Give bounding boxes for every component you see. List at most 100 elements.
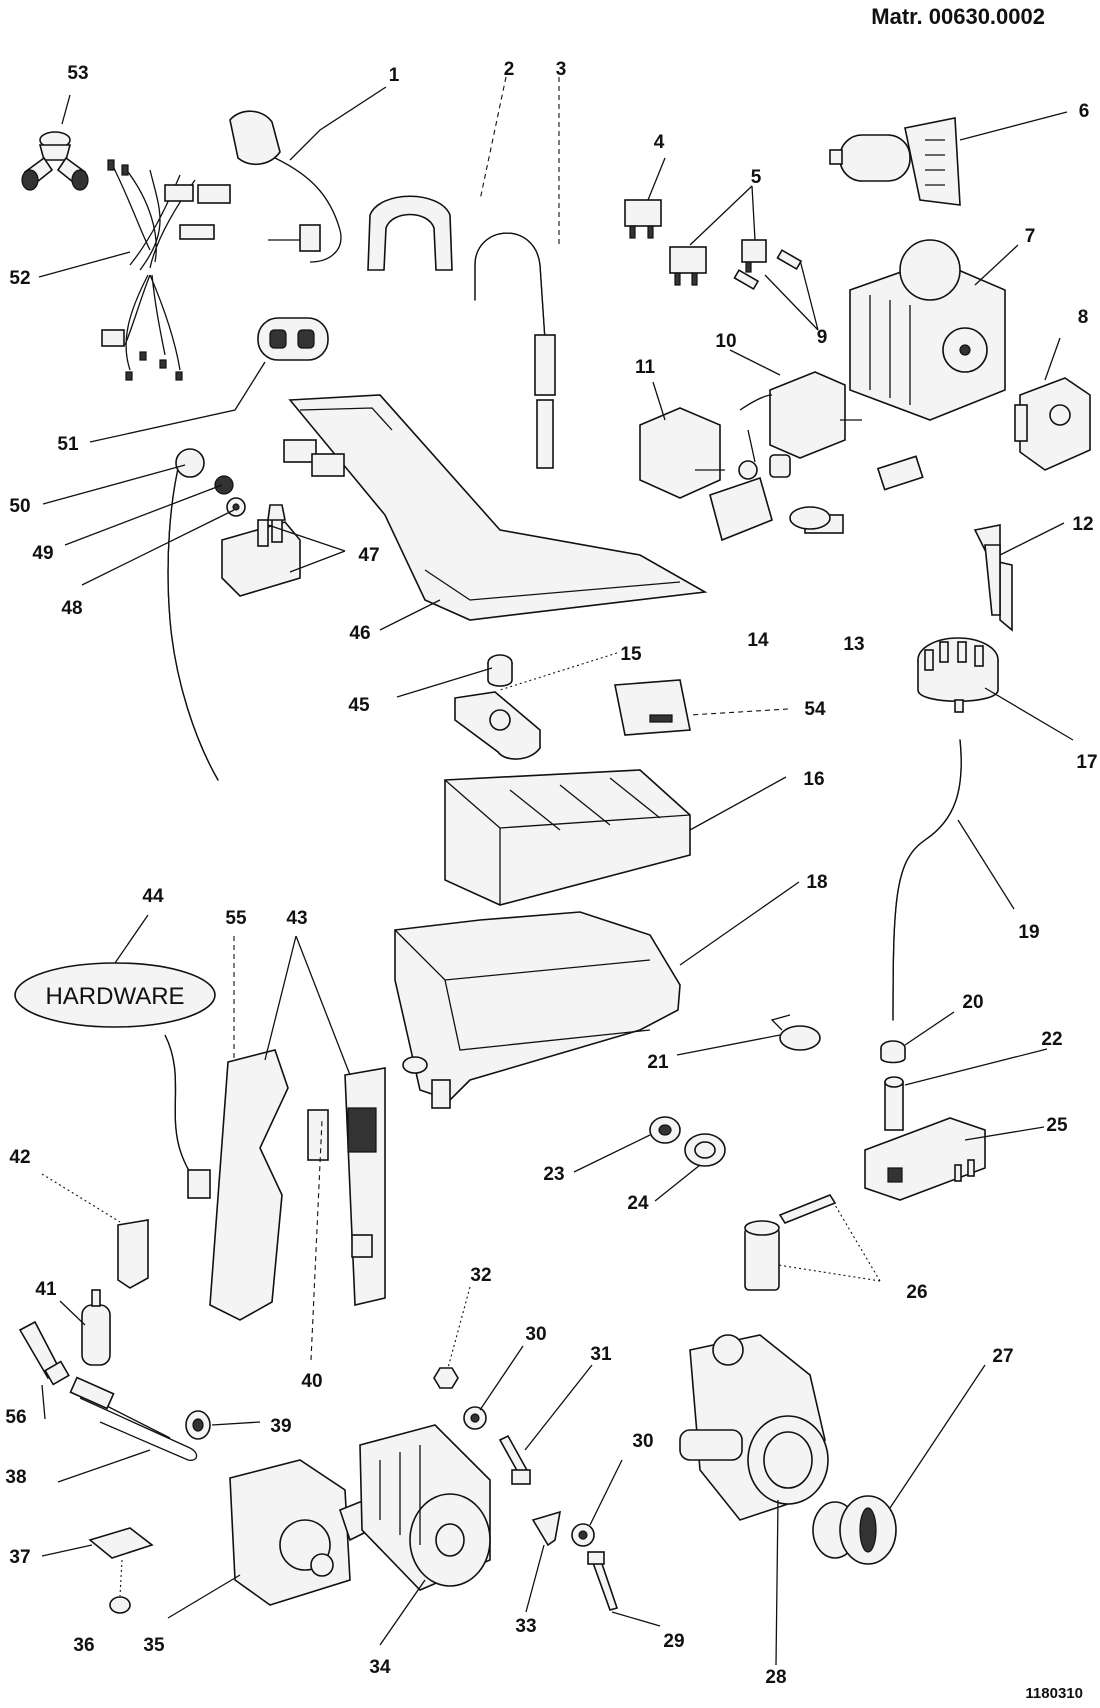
part-12-bracket bbox=[973, 524, 1013, 632]
callout-27: 27 bbox=[992, 1346, 1013, 1367]
callout-47: 47 bbox=[358, 545, 379, 566]
part-36-nut bbox=[109, 1596, 131, 1614]
callout-labels: 53 1 2 3 4 5 6 7 8 9 10 11 52 51 50 49 4… bbox=[5, 59, 1097, 1688]
part-23-plug bbox=[649, 1116, 681, 1144]
part-31-screw bbox=[498, 1434, 531, 1485]
callout-48: 48 bbox=[61, 598, 82, 619]
callout-22: 22 bbox=[1041, 1029, 1062, 1050]
part-pcb-small bbox=[709, 455, 924, 542]
callout-26: 26 bbox=[906, 1282, 927, 1303]
callout-44: 44 bbox=[142, 886, 164, 907]
part-55-cover-plate bbox=[209, 1049, 289, 1321]
part-11-switch bbox=[639, 407, 725, 499]
material-number: Matr. 00630.0002 bbox=[871, 4, 1045, 29]
callout-8: 8 bbox=[1078, 307, 1089, 328]
callout-23: 23 bbox=[543, 1164, 564, 1185]
callout-37: 37 bbox=[9, 1547, 30, 1568]
callout-39: 39 bbox=[270, 1416, 291, 1437]
part-30a-washer bbox=[463, 1406, 487, 1430]
part-16-detergent-drawer bbox=[444, 769, 691, 906]
callout-11: 11 bbox=[635, 357, 656, 378]
callout-2: 2 bbox=[504, 59, 515, 80]
part-10-selector bbox=[738, 371, 862, 480]
part-1-mains-cable bbox=[229, 110, 342, 263]
callout-49: 49 bbox=[32, 543, 53, 564]
callout-33: 33 bbox=[515, 1616, 536, 1637]
part-54-bracket bbox=[614, 679, 691, 736]
callout-21: 21 bbox=[647, 1052, 669, 1073]
callout-31: 31 bbox=[590, 1344, 612, 1365]
part-9-terminals bbox=[733, 249, 803, 291]
part-40-module bbox=[307, 1109, 329, 1161]
part-19-pressure-tube bbox=[892, 739, 962, 1021]
callout-51: 51 bbox=[57, 434, 79, 455]
callout-45: 45 bbox=[348, 695, 370, 716]
part-49-filter bbox=[214, 475, 234, 495]
part-24-seal-ring bbox=[684, 1133, 726, 1167]
callout-43: 43 bbox=[286, 908, 307, 929]
part-37-plate bbox=[88, 1527, 154, 1559]
part-21-clamp bbox=[770, 1014, 821, 1051]
part-4-connector bbox=[624, 199, 662, 239]
part-56-ntc bbox=[18, 1320, 70, 1386]
callout-35: 35 bbox=[143, 1635, 165, 1656]
callout-36: 36 bbox=[73, 1635, 94, 1656]
callout-34: 34 bbox=[369, 1657, 391, 1678]
callout-16: 16 bbox=[803, 769, 824, 790]
part-8-switch bbox=[1014, 377, 1091, 471]
callout-42: 42 bbox=[9, 1147, 30, 1168]
callout-14: 14 bbox=[747, 630, 769, 651]
callout-18: 18 bbox=[806, 872, 827, 893]
part-47-inlet-valve bbox=[221, 504, 301, 597]
part-38-heater bbox=[69, 1376, 198, 1461]
drawing-number: 1180310 bbox=[1025, 1685, 1083, 1702]
part-45-cap bbox=[487, 654, 513, 687]
callout-20: 20 bbox=[962, 992, 983, 1013]
callout-24: 24 bbox=[627, 1193, 649, 1214]
part-46-dispenser-lid bbox=[283, 394, 708, 621]
callout-38: 38 bbox=[5, 1467, 26, 1488]
callout-13: 13 bbox=[843, 634, 864, 655]
part-26-pin-sleeve bbox=[744, 1194, 837, 1291]
callout-28: 28 bbox=[765, 1667, 786, 1688]
part-43-control-board bbox=[344, 1067, 386, 1306]
part-28-pump-housing bbox=[679, 1334, 829, 1521]
callout-7: 7 bbox=[1025, 226, 1036, 247]
part-34-motor bbox=[359, 1424, 491, 1591]
callout-19: 19 bbox=[1018, 922, 1039, 943]
leader-lines bbox=[38, 76, 1074, 1666]
callout-53: 53 bbox=[67, 63, 88, 84]
part-18-drawer-housing bbox=[394, 911, 681, 1109]
callout-29: 29 bbox=[663, 1631, 684, 1652]
part-20-seal bbox=[880, 1040, 906, 1064]
callout-12: 12 bbox=[1072, 514, 1093, 535]
callout-56: 56 bbox=[5, 1407, 26, 1428]
part-51-grommet bbox=[257, 317, 329, 361]
part-2-hose-guide bbox=[367, 195, 453, 271]
part-50-inlet-hose bbox=[167, 448, 219, 781]
part-29-screw bbox=[587, 1551, 619, 1611]
part-42-clip bbox=[117, 1219, 149, 1289]
part-41-capacitor bbox=[81, 1289, 111, 1366]
callout-3: 3 bbox=[556, 59, 567, 80]
callout-17: 17 bbox=[1076, 752, 1097, 773]
callout-41: 41 bbox=[35, 1279, 57, 1300]
callout-9: 9 bbox=[817, 327, 828, 348]
part-3-drain-hose bbox=[474, 232, 556, 469]
callout-1: 1 bbox=[389, 65, 400, 86]
callout-46: 46 bbox=[349, 623, 370, 644]
part-27-pump-filter bbox=[812, 1495, 897, 1565]
callout-4: 4 bbox=[654, 132, 665, 153]
callout-54: 54 bbox=[804, 699, 826, 720]
callout-40: 40 bbox=[301, 1371, 322, 1392]
part-7-programme-timer bbox=[849, 239, 1006, 421]
part-30b-washer bbox=[571, 1523, 595, 1547]
part-53-y-connector bbox=[21, 131, 89, 191]
part-6-capacitor bbox=[829, 117, 961, 206]
callout-32: 32 bbox=[470, 1265, 491, 1286]
callout-30a: 30 bbox=[525, 1324, 546, 1345]
hardware-label: HARDWARE bbox=[45, 983, 184, 1010]
part-35-drain-pump bbox=[229, 1459, 371, 1606]
